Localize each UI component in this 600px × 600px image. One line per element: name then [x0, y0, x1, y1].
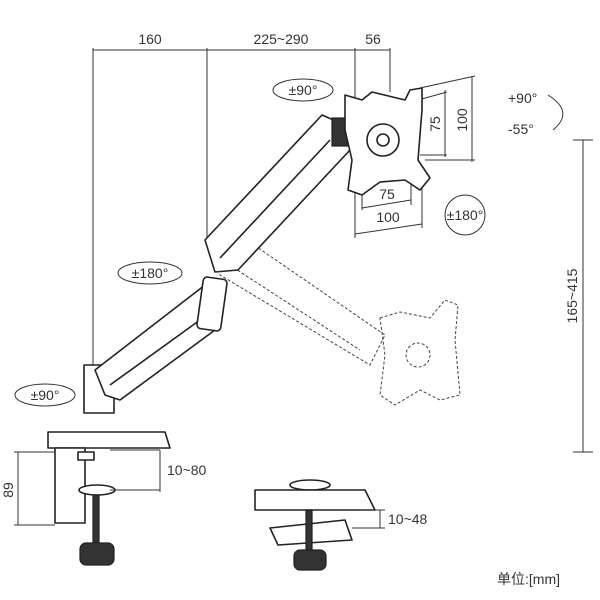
- dim-vesa-100-h: 100: [454, 108, 470, 132]
- upper-arm: [204, 114, 351, 273]
- unit-label: 单位:[mm]: [497, 571, 560, 587]
- svg-text:±90°: ±90°: [31, 387, 60, 403]
- svg-text:±180°: ±180°: [132, 265, 169, 281]
- dim-vesa-75-h: 75: [427, 116, 443, 132]
- base-swivel-indicator: ±90°: [14, 383, 76, 407]
- dim-225-290: 225~290: [254, 31, 309, 47]
- head-swivel-indicator: ±90°: [272, 78, 334, 102]
- svg-text:+90°: +90°: [508, 90, 537, 106]
- svg-text:±180°: ±180°: [447, 207, 484, 223]
- dim-clamp-height: 89: [0, 482, 16, 498]
- height-range-dimension: [573, 139, 593, 453]
- elbow-swivel-indicator: ±180°: [117, 261, 183, 285]
- elbow-joint: [196, 276, 228, 332]
- rotation-indicator: ±180°: [444, 194, 486, 236]
- tilt-indicator: +90° -55°: [508, 90, 564, 137]
- dim-160: 160: [138, 31, 162, 47]
- grommet-mount: [254, 479, 385, 571]
- dim-clamp-range: 10~80: [167, 462, 207, 478]
- dim-vesa-75-w: 75: [379, 186, 395, 202]
- dim-vesa-100-w: 100: [376, 209, 400, 225]
- dim-grommet-range: 10~48: [388, 511, 428, 527]
- top-dimension-lines: [92, 48, 391, 370]
- ghost-arm-lowered: [214, 231, 461, 406]
- dim-56: 56: [365, 31, 381, 47]
- desk-clamp-left: [14, 431, 171, 566]
- svg-text:-55°: -55°: [508, 121, 534, 137]
- vesa-height-dimension-lines: [417, 75, 476, 162]
- dim-height-range: 165~415: [564, 268, 580, 323]
- svg-text:±90°: ±90°: [289, 82, 318, 98]
- monitor-arm: [83, 87, 431, 414]
